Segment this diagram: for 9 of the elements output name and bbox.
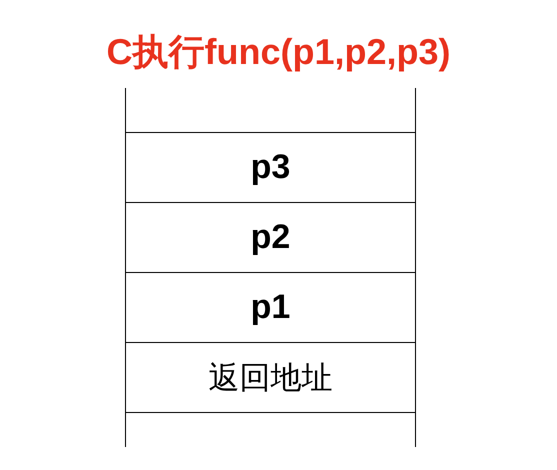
cell-label: p3 xyxy=(250,148,290,187)
stack-cell xyxy=(125,272,416,343)
title: C执行func(p1,p2,p3) xyxy=(106,31,450,72)
cell-label: p1 xyxy=(250,288,290,327)
cell-label: 返回地址 xyxy=(208,358,332,396)
cell-label: p2 xyxy=(250,218,290,257)
stack-cell xyxy=(125,342,416,413)
stack-cell xyxy=(125,202,416,273)
stack-cell xyxy=(125,132,416,203)
